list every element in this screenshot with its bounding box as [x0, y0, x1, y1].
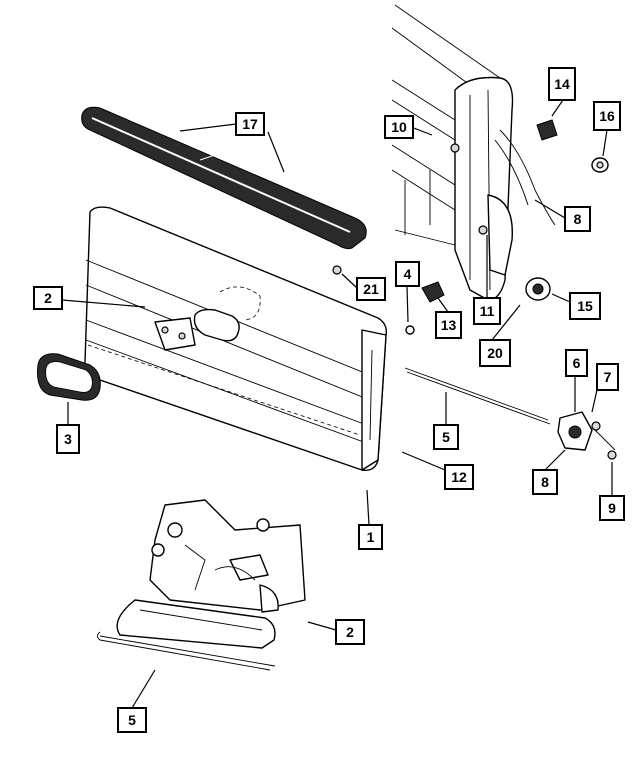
svg-text:8: 8	[574, 211, 582, 227]
svg-text:10: 10	[391, 119, 407, 135]
svg-text:15: 15	[577, 298, 593, 314]
svg-text:5: 5	[128, 712, 136, 728]
cable-end-15	[525, 277, 551, 301]
svg-text:4: 4	[404, 266, 412, 282]
svg-text:3: 3	[64, 431, 72, 447]
truck-bed-corner	[391, 4, 556, 301]
svg-text:20: 20	[487, 345, 503, 361]
tailgate-cap-molding	[81, 106, 367, 250]
callout-14: 14	[548, 67, 576, 101]
clip-14	[536, 119, 558, 141]
callout-20: 20	[479, 339, 511, 367]
small-hardware	[332, 119, 609, 335]
callout-16: 16	[593, 101, 621, 131]
callout-1: 1	[358, 524, 383, 550]
svg-text:6: 6	[573, 355, 581, 371]
svg-text:9: 9	[608, 500, 616, 516]
svg-text:16: 16	[599, 108, 615, 124]
svg-text:8: 8	[541, 474, 549, 490]
side-latch-assembly	[557, 411, 617, 460]
svg-text:13: 13	[441, 317, 457, 333]
callout-15: 15	[569, 292, 601, 320]
callout-4: 4	[395, 261, 420, 287]
svg-text:2: 2	[346, 624, 354, 640]
callout-10: 10	[384, 115, 414, 139]
callout-3: 3	[56, 424, 80, 454]
handle-bezel	[37, 353, 101, 401]
callout-12: 12	[444, 464, 474, 490]
svg-text:14: 14	[554, 76, 570, 92]
callout-13: 13	[435, 311, 462, 339]
callout-8-bottom: 8	[532, 469, 558, 495]
latch-handle-assembly	[154, 317, 196, 351]
latch-rods	[97, 367, 551, 671]
callout-2-bottom: 2	[335, 619, 365, 645]
callout-7: 7	[596, 363, 619, 391]
leader-lines	[61, 99, 613, 709]
svg-text:12: 12	[451, 469, 467, 485]
callout-17: 17	[235, 112, 265, 136]
callout-5-mid: 5	[433, 424, 459, 450]
grommet-16	[591, 157, 609, 173]
svg-text:2: 2	[44, 290, 52, 306]
svg-text:11: 11	[480, 303, 495, 319]
svg-text:5: 5	[442, 429, 450, 445]
callout-8-top: 8	[564, 206, 591, 232]
callout-2-top: 2	[33, 286, 63, 310]
callout-9: 9	[599, 495, 625, 521]
svg-text:21: 21	[363, 281, 379, 297]
callout-11: 11	[473, 297, 501, 325]
svg-text:1: 1	[367, 529, 375, 545]
callout-6: 6	[565, 349, 588, 377]
callout-21: 21	[356, 277, 386, 301]
latch-detail-enlarged	[116, 499, 306, 649]
callout-5-bottom: 5	[117, 707, 147, 733]
svg-text:7: 7	[604, 369, 612, 385]
svg-text:17: 17	[242, 116, 258, 132]
tailgate-panel	[84, 206, 388, 471]
